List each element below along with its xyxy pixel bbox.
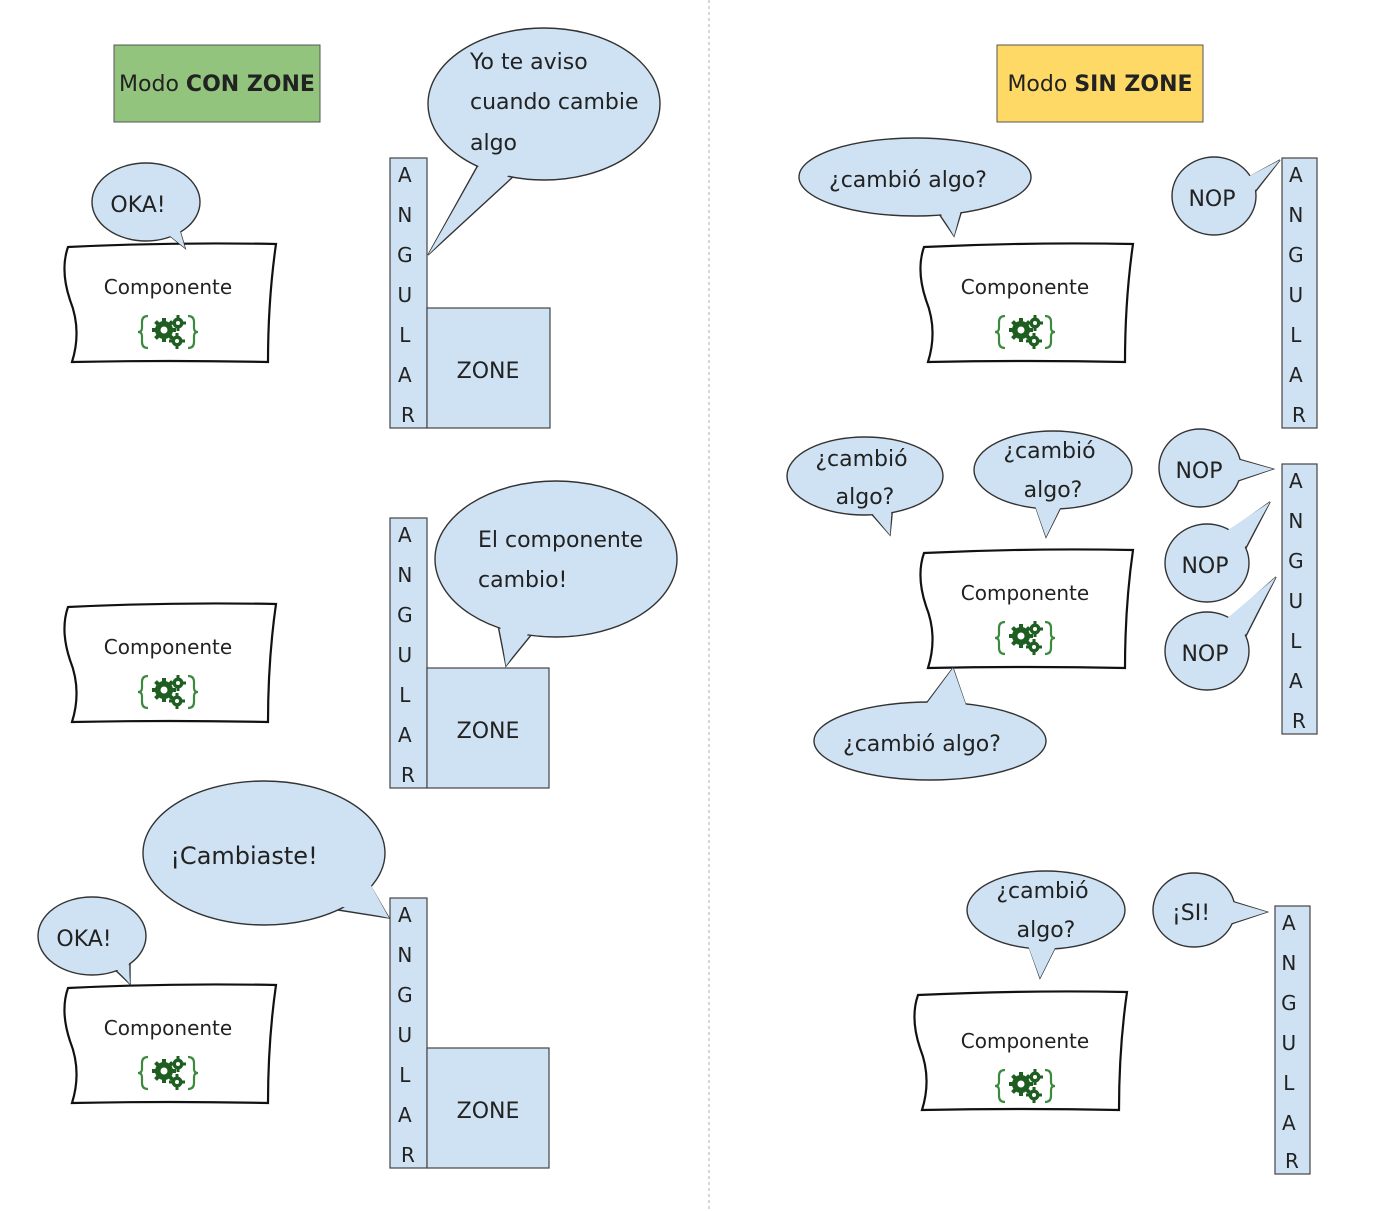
answer-text: NOP — [1181, 554, 1228, 579]
question-bubble: ¿cambió algo? — [798, 137, 1032, 238]
question-bubble: ¿cambió algo? — [966, 870, 1126, 980]
angular-column: A N G U L A R — [1281, 157, 1318, 429]
reply-bubble: OKA! — [91, 162, 201, 250]
answer-bubble: NOP — [1164, 501, 1271, 603]
svg-text:A N G: A N G U L A R — [397, 903, 419, 1167]
component-label: Componente — [961, 1029, 1089, 1053]
component-label: Componente — [961, 581, 1089, 605]
angular-column: A N G U L A R — [389, 157, 428, 429]
svg-text:A N G: A N G U L A R — [397, 163, 419, 427]
speech-bubble: El componente cambio! — [434, 480, 678, 668]
left-title: Modo CON ZONE — [113, 44, 321, 123]
left-scene-3: Componente OKA! A N G U L A R — [37, 780, 550, 1169]
angular-column: A N G U L A R — [1281, 463, 1318, 735]
angular-column: A N G U L A R — [1274, 905, 1311, 1175]
component-label: Componente — [104, 1016, 232, 1040]
right-title: Modo SIN ZONE — [996, 44, 1204, 123]
zone-box: ZONE — [426, 667, 550, 789]
component-card: Componente — [919, 242, 1135, 364]
zone-label: ZONE — [457, 359, 520, 384]
svg-text:El componente cambio: El componente cambio! — [478, 528, 650, 593]
svg-text:A N G: A N G U L A R — [1288, 469, 1310, 733]
svg-text:¿cambió algo?: ¿cambió algo? — [1003, 439, 1102, 503]
question-bubble-bottom: ¿cambió algo? — [813, 666, 1047, 781]
svg-text:A N G: A N G U L A R — [1288, 163, 1310, 427]
right-scene-1: Componente ¿cambió algo? NOP A N — [798, 137, 1318, 429]
question-bubble-top: ¿cambió algo? — [973, 430, 1133, 539]
component-card: Componente — [913, 990, 1129, 1112]
component-card: Componente — [63, 602, 278, 724]
component-card: Componente — [63, 983, 278, 1105]
answer-text: NOP — [1175, 459, 1222, 484]
left-scene-2: Componente A N G U L A R ZONE — [63, 480, 678, 789]
reply-bubble: OKA! — [37, 896, 147, 986]
answer-bubble: NOP — [1171, 156, 1281, 236]
reply-text: OKA! — [56, 927, 111, 952]
zone-box: ZONE — [426, 307, 551, 429]
left-title-strong: CON ZONE — [186, 72, 315, 97]
svg-text:¿cambió algo?: ¿cambió algo? — [996, 879, 1095, 943]
answer-bubble: NOP — [1158, 428, 1276, 508]
right-title-strong: SIN ZONE — [1074, 72, 1192, 97]
svg-text:¿cambió algo?: ¿cambió algo? — [815, 447, 914, 510]
component-label: Componente — [104, 635, 232, 659]
answer-bubble: NOP — [1164, 576, 1277, 691]
speech-text: ¡Cambiaste! — [170, 842, 317, 870]
svg-text:A N G: A N G U L A R — [1281, 911, 1303, 1173]
component-card: Componente — [63, 242, 278, 364]
question-bubble-left: ¿cambió algo? — [786, 436, 944, 537]
answer-text: NOP — [1181, 642, 1228, 667]
left-scene-1: Componente OKA! A N G U L A R — [63, 27, 661, 429]
right-title-prefix: Modo — [1007, 72, 1067, 97]
answer-bubble: ¡SI! — [1152, 872, 1270, 948]
right-panel: Modo SIN ZONE Componente ¿cambió algo? — [786, 44, 1318, 1175]
right-title-box — [996, 44, 1204, 123]
left-title-prefix: Modo — [119, 72, 179, 97]
zone-label: ZONE — [457, 719, 520, 744]
answer-text: NOP — [1188, 187, 1235, 212]
answer-text: ¡SI! — [1172, 901, 1210, 926]
question-text: ¿cambió algo? — [829, 168, 987, 193]
right-scene-2: Componente ¿cambió algo? ¿cambió algo? — [786, 428, 1318, 781]
angular-column: A N G U L A R — [389, 897, 428, 1169]
left-title-box — [113, 44, 321, 123]
question-text: ¿cambió algo? — [843, 732, 1001, 757]
component-label: Componente — [104, 275, 232, 299]
right-scene-3: Componente ¿cambió algo? ¡SI! — [913, 870, 1311, 1175]
component-label: Componente — [961, 275, 1089, 299]
zone-box: ZONE — [426, 1047, 550, 1169]
svg-text:Modo CON ZONE: Modo CON ZONE — [119, 72, 315, 97]
speech-bubble: ¡Cambiaste! — [142, 780, 391, 926]
svg-text:A N G: A N G U L A R — [397, 523, 419, 787]
component-card: Componente — [919, 548, 1135, 670]
svg-text:Yo te aviso cuando c: Yo te aviso cuando cambie algo — [469, 50, 646, 156]
speech-bubble: Yo te aviso cuando cambie algo — [427, 27, 661, 256]
reply-text: OKA! — [110, 193, 165, 218]
zone-label: ZONE — [457, 1099, 520, 1124]
svg-text:Modo SIN ZONE: Modo SIN ZONE — [1007, 72, 1192, 97]
angular-column: A N G U L A R — [389, 517, 428, 789]
left-panel: Modo CON ZONE Componente OKA! A N — [37, 27, 678, 1169]
